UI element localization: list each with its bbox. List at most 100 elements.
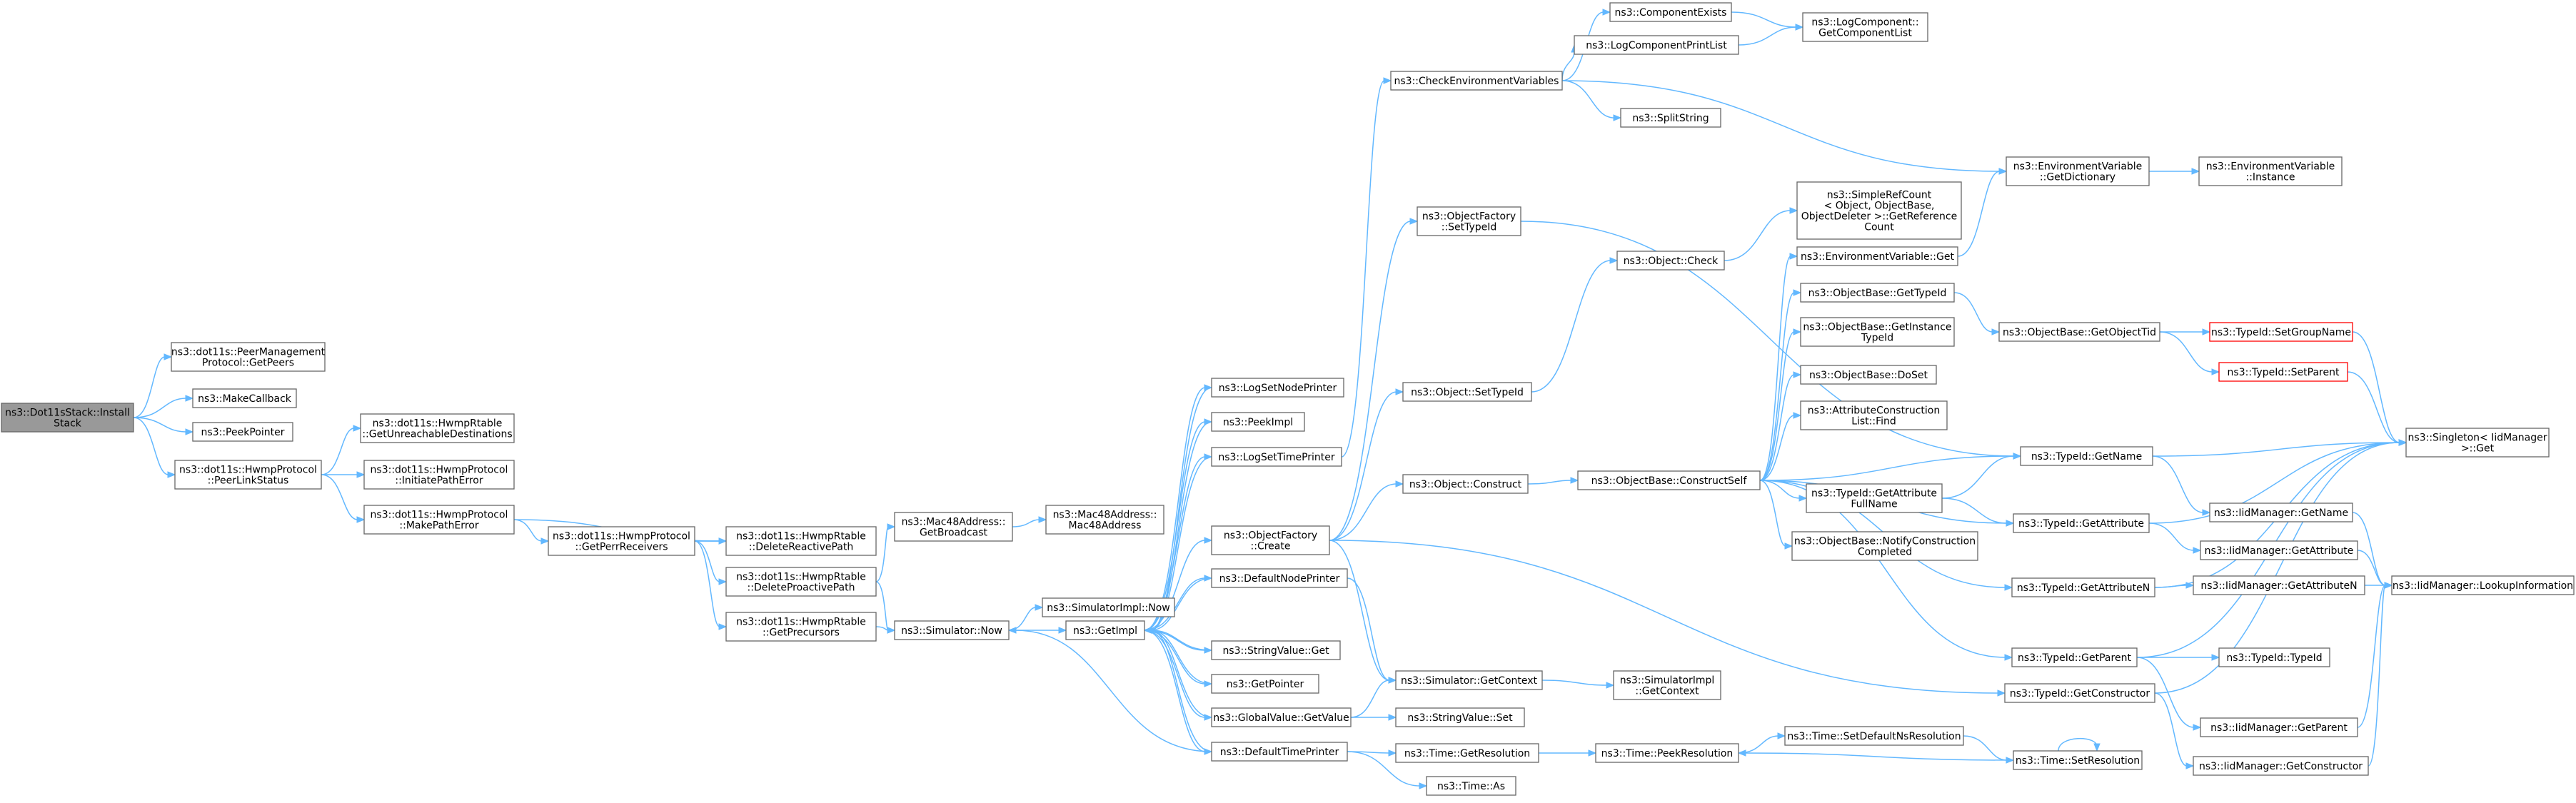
call-edge-logtime-to-checkenv	[1341, 77, 1392, 458]
arrowhead-icon	[1793, 412, 1802, 419]
graph-node-deftime[interactable]: ns3::DefaultTimePrinter	[1211, 742, 1348, 762]
graph-node-bcast[interactable]: ns3::Mac48Address::GetBroadcast	[894, 512, 1013, 542]
graph-node-settypeid[interactable]: ns3::ObjectFactory::SetTypeId	[1417, 206, 1521, 236]
graph-node-setgroup[interactable]: ns3::TypeId::SetGroupName	[2209, 322, 2353, 342]
call-edge-tidattrfull-to-tidgetattr	[1941, 498, 2015, 527]
graph-node-peekimpl[interactable]: ns3::PeekImpl	[1211, 412, 1305, 432]
node-label: FullName	[1851, 499, 1897, 510]
graph-node-iidgetconstr[interactable]: ns3::IidManager::GetConstructor	[2193, 756, 2369, 776]
graph-node-strset[interactable]: ns3::StringValue::Set	[1395, 707, 1525, 727]
node-box	[2011, 577, 2155, 597]
arrowhead-icon	[1795, 24, 1804, 31]
graph-node-setres[interactable]: ns3::Time::SetResolution	[2013, 750, 2143, 770]
graph-node-ofcreate[interactable]: ns3::ObjectFactory::Create	[1211, 525, 1330, 555]
graph-node-delreact[interactable]: ns3::dot11s::HwmpRtable::DeleteReactiveP…	[725, 526, 877, 556]
graph-node-objcheck[interactable]: ns3::Object::Check	[1616, 251, 1725, 271]
arrowhead-icon	[1784, 542, 1793, 550]
node-label: ::Instance	[2246, 172, 2295, 183]
graph-node-timegetres[interactable]: ns3::Time::GetResolution	[1395, 743, 1539, 763]
graph-node-iidgetparent[interactable]: ns3::IidManager::GetParent	[2200, 717, 2358, 737]
graph-node-tidgetattr[interactable]: ns3::TypeId::GetAttribute	[2013, 513, 2150, 533]
graph-node-envinst[interactable]: ns3::EnvironmentVariable::Instance	[2198, 156, 2343, 186]
graph-node-iidlookup[interactable]: ns3::IidManager::LookupInformation	[2391, 575, 2575, 595]
graph-node-obgettid[interactable]: ns3::ObjectBase::GetTypeId	[1800, 283, 1955, 303]
node-label: ::Create	[1251, 541, 1291, 552]
call-edge-precursors-to-simnow	[875, 626, 896, 634]
graph-node-tidattrn[interactable]: ns3::TypeId::GetAttributeN	[2011, 577, 2155, 597]
graph-node-setdefns[interactable]: ns3::Time::SetDefaultNsResolution	[1784, 726, 1964, 746]
node-label: ns3::PeekImpl	[1223, 417, 1293, 428]
graph-node-delproact[interactable]: ns3::dot11s::HwmpRtable::DeleteProactive…	[725, 567, 877, 597]
graph-node-iidgetattrn[interactable]: ns3::IidManager::GetAttributeN	[2193, 575, 2365, 595]
graph-node-peekptr[interactable]: ns3::PeekPointer	[192, 422, 293, 442]
graph-node-compexists[interactable]: ns3::ComponentExists	[1609, 2, 1732, 22]
arrowhead-icon	[163, 353, 173, 360]
node-box	[1042, 597, 1175, 617]
graph-node-obdoset[interactable]: ns3::ObjectBase::DoSet	[1800, 365, 1937, 385]
graph-node-lognode[interactable]: ns3::LogSetNodePrinter	[1211, 378, 1344, 398]
graph-node-iidgetname[interactable]: ns3::IidManager::GetName	[2209, 502, 2353, 522]
node-label: ns3::LogSetTimePrinter	[1218, 452, 1335, 463]
node-label: ns3::TypeId::GetName	[2031, 451, 2142, 463]
call-edge-gvget-to-simgetctx	[1350, 677, 1397, 718]
arrowhead-icon	[887, 627, 896, 634]
graph-node-envdict[interactable]: ns3::EnvironmentVariable::GetDictionary	[2006, 156, 2150, 186]
graph-node-initpath[interactable]: ns3::dot11s::HwmpProtocol::InitiatePathE…	[363, 460, 515, 490]
graph-node-simgetctx[interactable]: ns3::Simulator::GetContext	[1395, 670, 1543, 690]
call-edge-tidconstr-to-singleton	[2154, 439, 2408, 694]
graph-node-simnow[interactable]: ns3::Simulator::Now	[894, 620, 1010, 640]
graph-node-makecb[interactable]: ns3::MakeCallback	[192, 388, 297, 408]
node-box	[1800, 365, 1937, 385]
graph-node-tidgetname[interactable]: ns3::TypeId::GetName	[2020, 446, 2153, 466]
graph-node-splitstr[interactable]: ns3::SplitString	[1620, 108, 1721, 128]
graph-node-tidparent[interactable]: ns3::TypeId::GetParent	[2011, 647, 2138, 667]
graph-node-unreach[interactable]: ns3::dot11s::HwmpRtable::GetUnreachableD…	[360, 413, 515, 443]
node-box	[1211, 525, 1330, 555]
graph-node-defnode[interactable]: ns3::DefaultNodePrinter	[1211, 568, 1348, 588]
graph-node-constructself[interactable]: ns3::ObjectBase::ConstructSelf	[1577, 470, 1761, 490]
graph-node-checkenv[interactable]: ns3::CheckEnvironmentVariables	[1390, 71, 1563, 91]
graph-node-simplerc[interactable]: ns3::SimpleRefCount< Object, ObjectBase,…	[1796, 181, 1962, 240]
graph-node-getcomplist[interactable]: ns3::LogComponent::GetComponentList	[1802, 12, 1928, 42]
graph-node-notifyconstr[interactable]: ns3::ObjectBase::NotifyConstructionCompl…	[1791, 531, 1978, 561]
node-label: TypeId	[1861, 333, 1893, 344]
node-box	[725, 567, 877, 597]
call-edge-obgetobjtid-to-setgroup	[2160, 328, 2211, 335]
node-label: ns3::TypeId::GetAttribute	[1811, 488, 1937, 500]
graph-node-timeas[interactable]: ns3::Time::As	[1426, 776, 1516, 796]
graph-node-tidtypeid[interactable]: ns3::TypeId::TypeId	[2218, 647, 2330, 667]
graph-node-setparent[interactable]: ns3::TypeId::SetParent	[2218, 362, 2348, 382]
graph-node-singleton[interactable]: ns3::Singleton< IidManager>::Get	[2405, 428, 2550, 458]
graph-node-strget[interactable]: ns3::StringValue::Get	[1211, 640, 1341, 660]
node-label: ns3::LogComponentPrintList	[1586, 40, 1727, 51]
graph-node-logtime[interactable]: ns3::LogSetTimePrinter	[1211, 447, 1342, 467]
call-edge-setgroup-to-singleton	[2352, 331, 2408, 446]
graph-node-peerlink[interactable]: ns3::dot11s::HwmpProtocol::PeerLinkStatu…	[174, 460, 322, 490]
graph-node-simimplnow[interactable]: ns3::SimulatorImpl::Now	[1042, 597, 1175, 617]
graph-node-precursors[interactable]: ns3::dot11s::HwmpRtable::GetPrecursors	[725, 612, 877, 642]
graph-node-getptr[interactable]: ns3::GetPointer	[1211, 674, 1319, 694]
graph-node-obgetobjtid[interactable]: ns3::ObjectBase::GetObjectTid	[1998, 322, 2160, 342]
graph-node-makepath[interactable]: ns3::dot11s::HwmpProtocol::MakePathError	[363, 505, 515, 535]
graph-node-simimplctx[interactable]: ns3::SimulatorImpl::GetContext	[1613, 670, 1721, 700]
graph-node-objconstruct[interactable]: ns3::Object::Construct	[1402, 474, 1529, 494]
call-edge-objconstruct-to-constructself	[1527, 477, 1579, 485]
graph-node-perr[interactable]: ns3::dot11s::HwmpProtocol::GetPerrReceiv…	[548, 526, 695, 556]
graph-node-peers[interactable]: ns3::dot11s::PeerManagementProtocol::Get…	[171, 342, 326, 372]
arrowhead-icon	[1793, 371, 1802, 378]
node-label: >::Get	[2461, 443, 2495, 455]
graph-node-gvget[interactable]: ns3::GlobalValue::GetValue	[1211, 707, 1352, 727]
graph-node-iidgetattr[interactable]: ns3::IidManager::GetAttribute	[2200, 540, 2358, 560]
graph-node-logcomplist[interactable]: ns3::LogComponentPrintList	[1574, 35, 1739, 55]
graph-node-objsettypeid[interactable]: ns3::Object::SetTypeId	[1402, 382, 1532, 402]
graph-node-envget[interactable]: ns3::EnvironmentVariable::Get	[1796, 246, 1958, 266]
graph-node-getimpl[interactable]: ns3::GetImpl	[1065, 620, 1145, 640]
arrowhead-icon	[2013, 453, 2022, 460]
graph-node-tidconstr[interactable]: ns3::TypeId::GetConstructor	[2004, 683, 2155, 703]
graph-node-timepeekres[interactable]: ns3::Time::PeekResolution	[1595, 743, 1739, 763]
graph-node-mac48[interactable]: ns3::Mac48Address::Mac48Address	[1045, 505, 1164, 535]
